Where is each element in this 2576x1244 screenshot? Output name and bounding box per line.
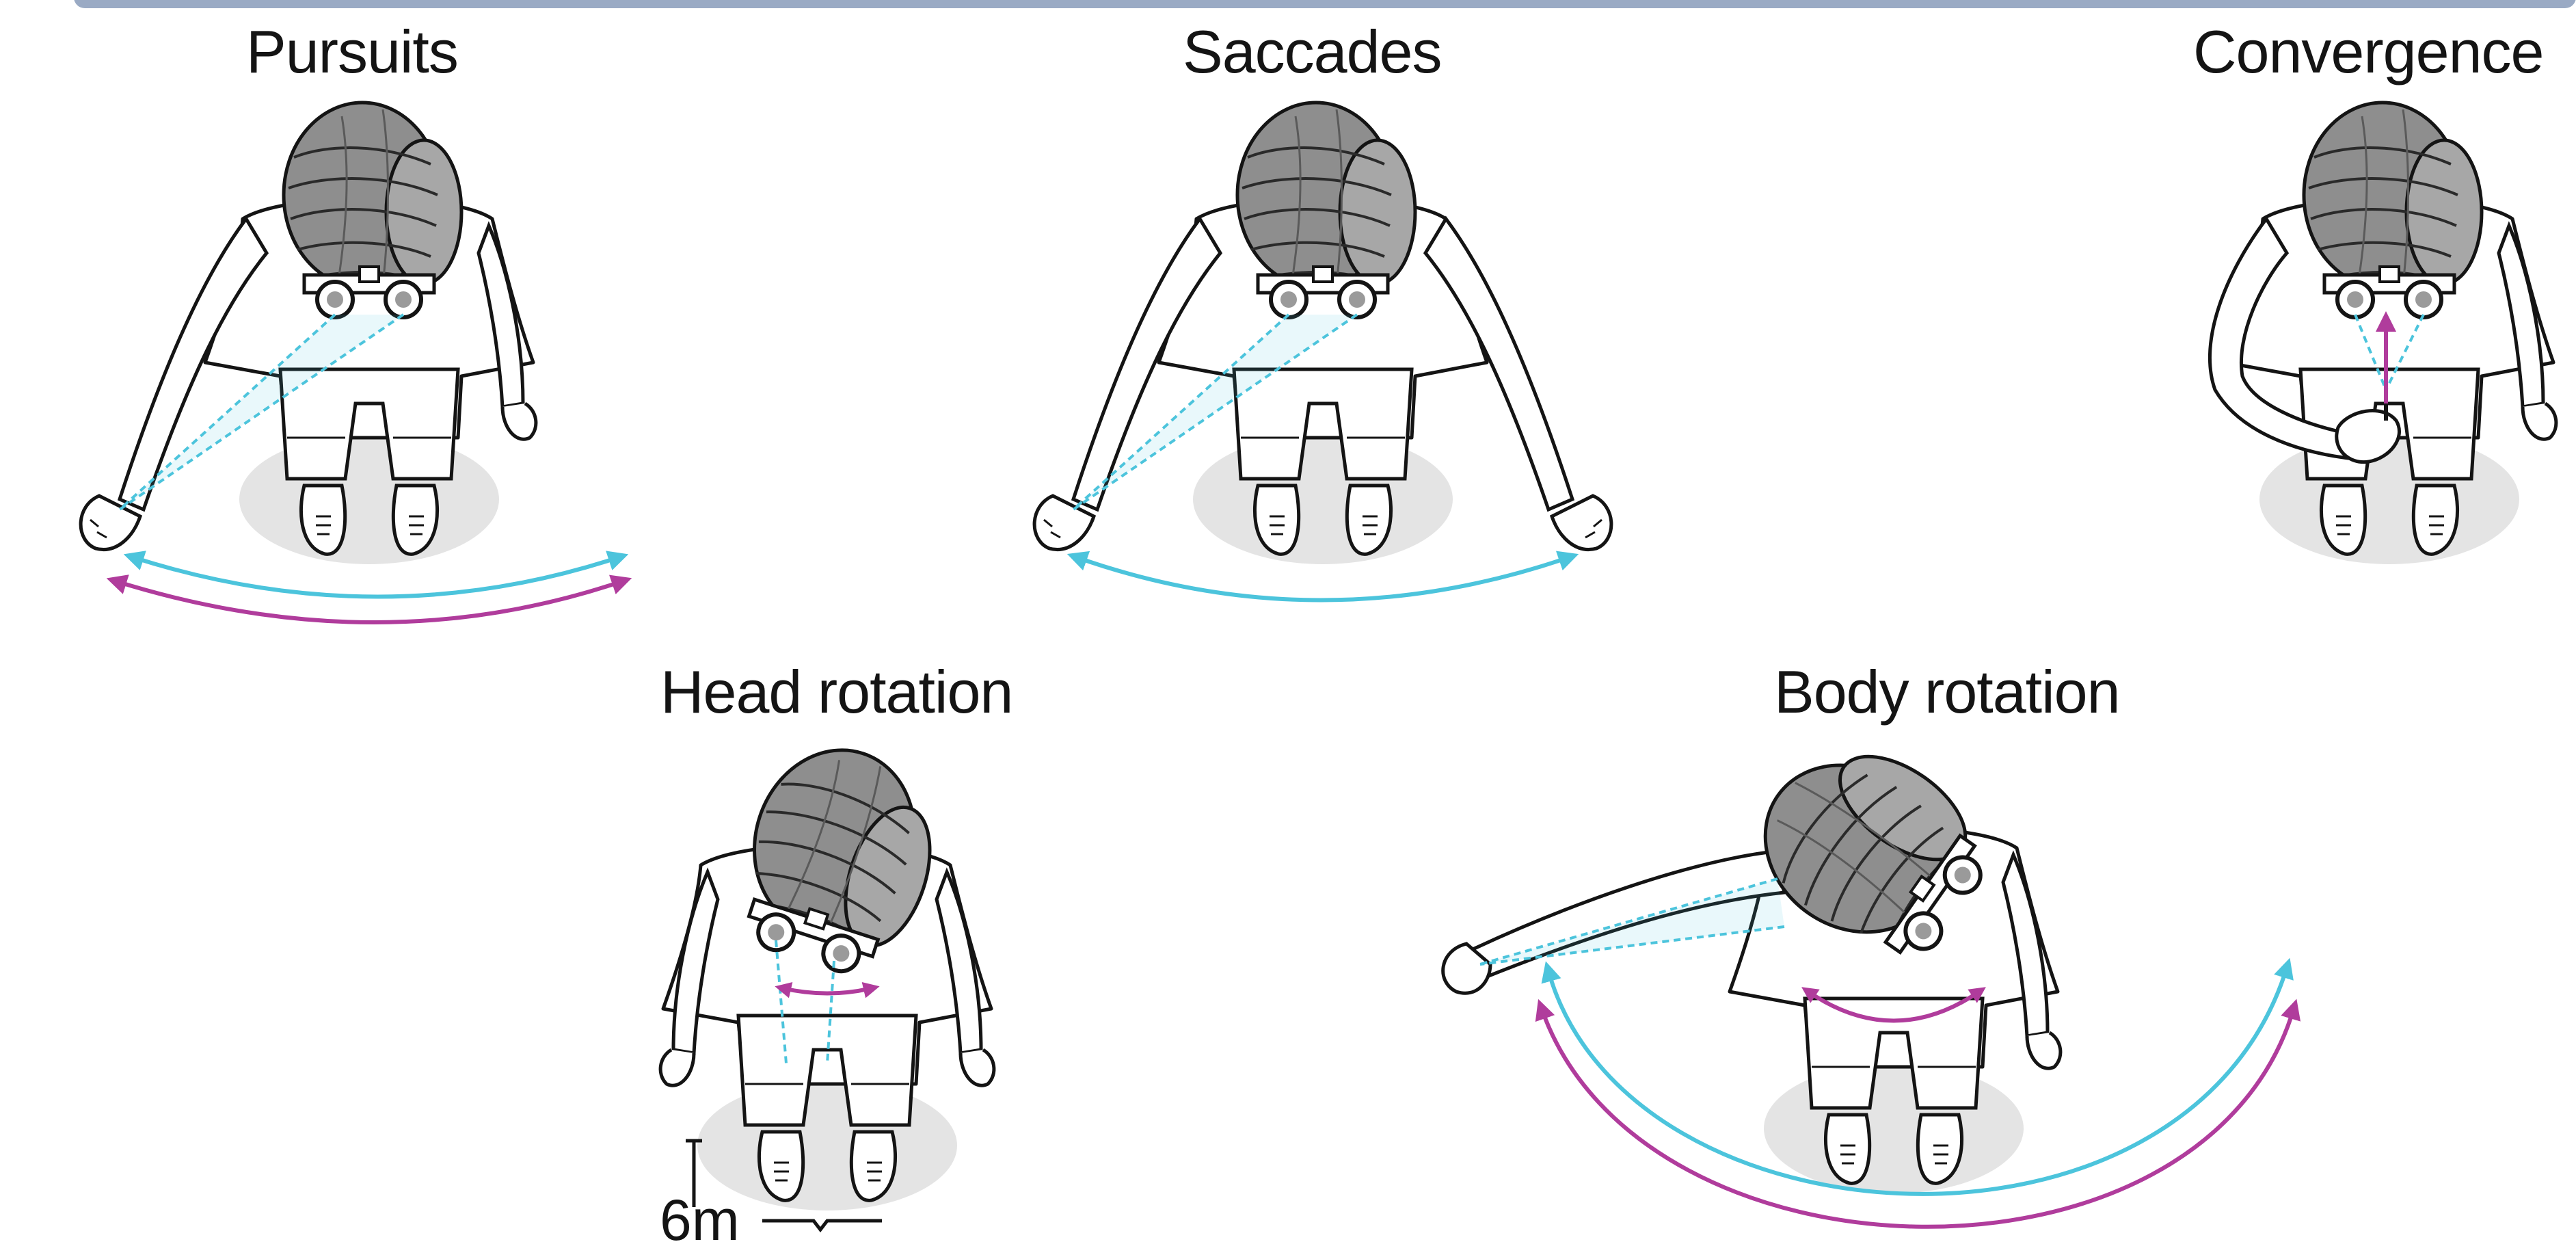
scale-indicator-path [762,1221,882,1230]
scale-label: 6m [660,1191,740,1244]
saccades-figure [1034,103,1611,564]
saccades-figure-figure-part [1425,219,1611,550]
pursuits-figure-figure-part [81,219,267,550]
saccades-figure-figure-part [1237,103,1415,317]
pursuits-figure [81,103,536,564]
saccades-figure-figure-part [1034,219,1220,550]
convergence-figure-figure-part [2304,103,2482,317]
convergence-title: Convergence [2193,22,2543,82]
saccades-title: Saccades [1183,22,1441,82]
body-rotation-title: Body rotation [1774,662,2120,722]
pursuits-head-arrow [116,581,622,622]
pursuits-title: Pursuits [246,22,458,82]
body-rotation-figure [1443,715,2061,1193]
convergence-figure [2210,103,2555,564]
head-rotation-figure [660,729,994,1210]
head-rotation-title: Head rotation [660,662,1012,722]
pursuits-figure-figure-part [284,103,461,317]
